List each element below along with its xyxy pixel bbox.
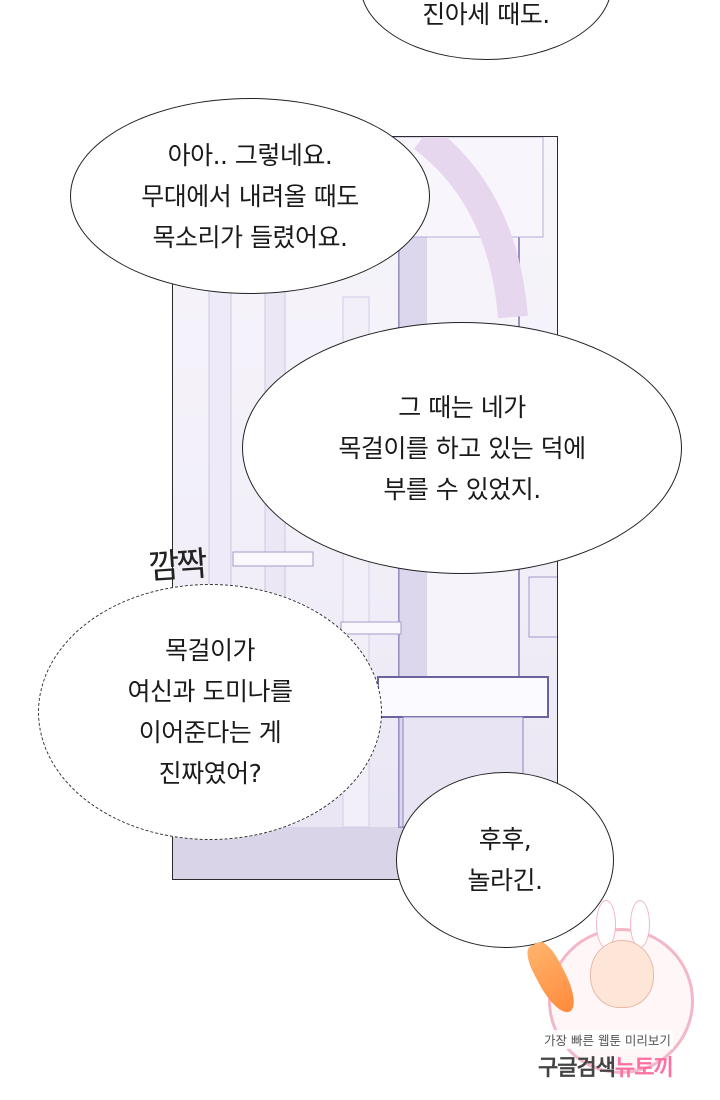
bubble-line: 여신과 도미나를 bbox=[127, 677, 293, 706]
speech-bubble-4: 후후, 놀라긴. bbox=[396, 772, 614, 948]
bubble-line: 부를 수 있었지. bbox=[383, 474, 541, 504]
bubble-line: 목소리가 들렸어요. bbox=[152, 222, 348, 252]
speech-bubble-1: 아아.. 그렇네요. 무대에서 내려올 때도 목소리가 들렸어요. bbox=[70, 98, 430, 294]
bubble-line: 진짜였어? bbox=[158, 759, 262, 788]
watermark: 가장 빠른 웹툰 미리보기 구글검색뉴토끼 bbox=[521, 900, 720, 1100]
bunny-ear-icon bbox=[630, 900, 650, 948]
small-capital bbox=[232, 551, 314, 567]
bubble-line: 아아.. 그렇네요. bbox=[167, 140, 333, 170]
watermark-brand: 구글검색뉴토끼 bbox=[538, 1050, 674, 1082]
bubble-line: 진아세 때도. bbox=[422, 0, 550, 29]
arch bbox=[413, 137, 528, 319]
watermark-brand-main: 구글검색 bbox=[538, 1056, 616, 1081]
bubble-line: 무대에서 내려올 때도 bbox=[141, 181, 359, 211]
sound-effect: 깜짝 bbox=[146, 544, 207, 588]
bubble-line: 이어준다는 게 bbox=[138, 718, 282, 747]
bubble-line: 그 때는 네가 bbox=[398, 392, 526, 422]
speech-bubble-2: 그 때는 네가 목걸이를 하고 있는 덕에 부를 수 있었지. bbox=[242, 322, 682, 574]
side-pillar bbox=[528, 576, 557, 638]
watermark-brand-accent: 뉴토끼 bbox=[614, 1056, 674, 1081]
thought-bubble-3: 목걸이가 여신과 도미나를 이어준다는 게 진짜였어? bbox=[38, 584, 382, 840]
bubble-line: 목걸이가 bbox=[164, 636, 256, 665]
pedestal bbox=[377, 676, 549, 718]
bubble-line: 목걸이를 하고 있는 덕에 bbox=[338, 433, 586, 463]
watermark-tagline: 가장 빠른 웹툰 미리보기 bbox=[542, 1030, 673, 1049]
bubble-line: 놀라긴. bbox=[467, 866, 543, 895]
bubble-line: 후후, bbox=[478, 825, 532, 854]
speech-bubble-top-cut: 진아세 때도. bbox=[360, 0, 612, 60]
small-capital bbox=[340, 621, 402, 635]
mascot-face-icon bbox=[590, 940, 654, 1008]
